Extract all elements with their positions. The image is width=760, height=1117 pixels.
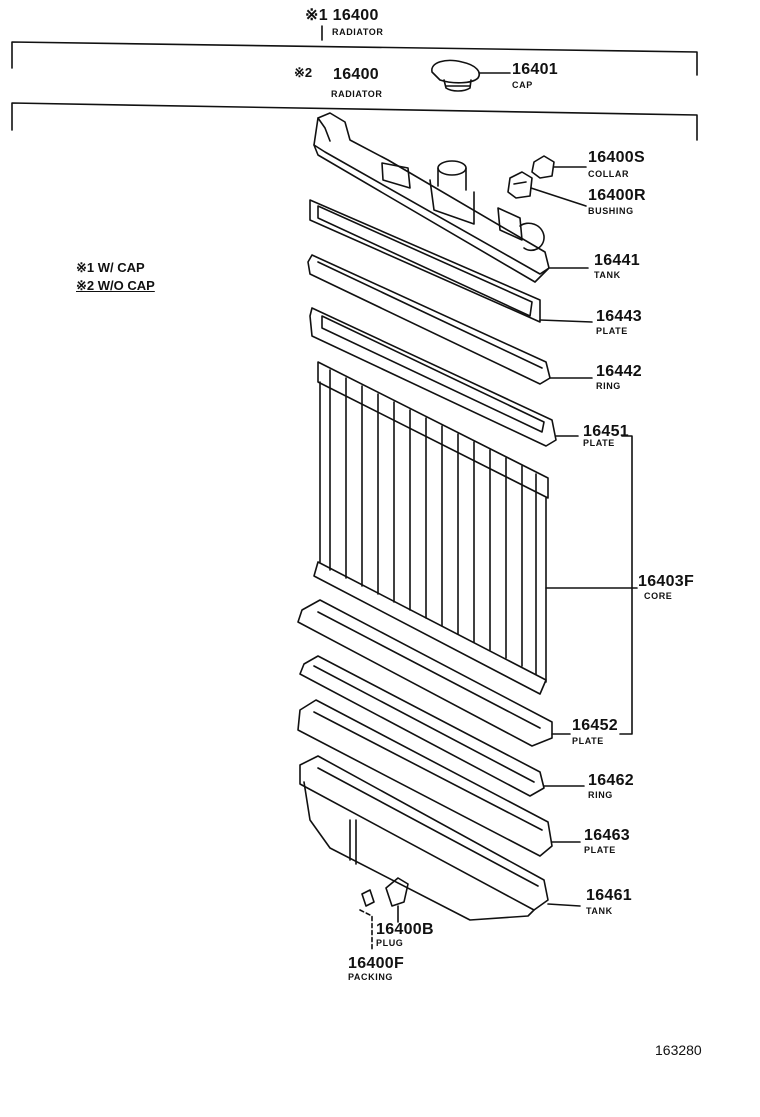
- callout-upper-plate-number: 16443: [596, 308, 642, 325]
- callout-collar-name: COLLAR: [588, 169, 630, 179]
- callout-core-number: 16403F: [638, 573, 695, 590]
- collar-part: [531, 155, 587, 179]
- callout-upper-tank-number: 16441: [594, 252, 640, 269]
- callout-bushing-name: BUSHING: [588, 206, 634, 216]
- callout-plug-number: 16400B: [376, 921, 434, 938]
- callout-packing-name: PACKING: [348, 972, 394, 982]
- callout-core-bottom-plate-number: 16452: [572, 717, 618, 734]
- callout-core-top-plate-number: 16451: [583, 423, 629, 440]
- bracket-radiator-without-cap: [11, 102, 698, 141]
- catalog-number: 163280: [655, 1042, 702, 1058]
- callout-upper-ring-name: RING: [596, 381, 621, 391]
- callout-lower-tank-name: TANK: [586, 906, 613, 916]
- callout-core-name: CORE: [644, 591, 673, 601]
- legend-with-cap: ※1 W/ CAP: [76, 260, 145, 275]
- upper-plate-part: [309, 199, 593, 323]
- callout-cap-number: 16401: [512, 61, 558, 78]
- callout-lower-ring-number: 16462: [588, 772, 634, 789]
- callout-lower-plate-number: 16463: [584, 827, 630, 844]
- radiator-with-cap-name: RADIATOR: [332, 27, 384, 37]
- bushing-part: [507, 171, 587, 207]
- callout-packing-number: 16400F: [348, 955, 405, 972]
- callout-core-bottom-plate-name: PLATE: [572, 736, 604, 746]
- callout-cap-name: CAP: [512, 80, 533, 90]
- callout-lower-plate-name: PLATE: [584, 845, 616, 855]
- core-top-plate-part: [309, 307, 579, 447]
- callout-bushing-number: 16400R: [588, 187, 646, 204]
- drain-packing-part: [359, 889, 375, 951]
- radiator-without-cap-name: RADIATOR: [331, 89, 383, 99]
- core-assembly-bracket: [619, 435, 633, 735]
- lower-ring-part: [299, 655, 585, 797]
- core-part: [313, 361, 638, 695]
- callout-upper-tank-name: TANK: [594, 270, 621, 280]
- callout-lower-tank-number: 16461: [586, 887, 632, 904]
- radiator-without-cap-mark: ※2: [294, 65, 313, 80]
- lower-tank-part: [299, 755, 581, 921]
- callout-core-top-plate-name: PLATE: [583, 438, 615, 448]
- upper-tank-part: [313, 112, 589, 283]
- core-bottom-plate-part: [297, 599, 571, 747]
- callout-lower-ring-name: RING: [588, 790, 613, 800]
- callout-collar-number: 16400S: [588, 149, 645, 166]
- callout-plug-name: PLUG: [376, 938, 404, 948]
- callout-upper-plate-name: PLATE: [596, 326, 628, 336]
- bracket-radiator-with-cap: [11, 25, 698, 76]
- legend-without-cap: ※2 W/O CAP: [76, 278, 155, 293]
- drain-plug-part: [385, 877, 409, 923]
- callout-upper-ring-number: 16442: [596, 363, 642, 380]
- upper-ring-part: [307, 254, 593, 385]
- radiator-without-cap-part-number: 16400: [333, 66, 379, 83]
- radiator-cap-part: [431, 59, 511, 92]
- radiator-with-cap-part-number: ※1 16400: [305, 7, 379, 24]
- lower-plate-part: [297, 699, 581, 857]
